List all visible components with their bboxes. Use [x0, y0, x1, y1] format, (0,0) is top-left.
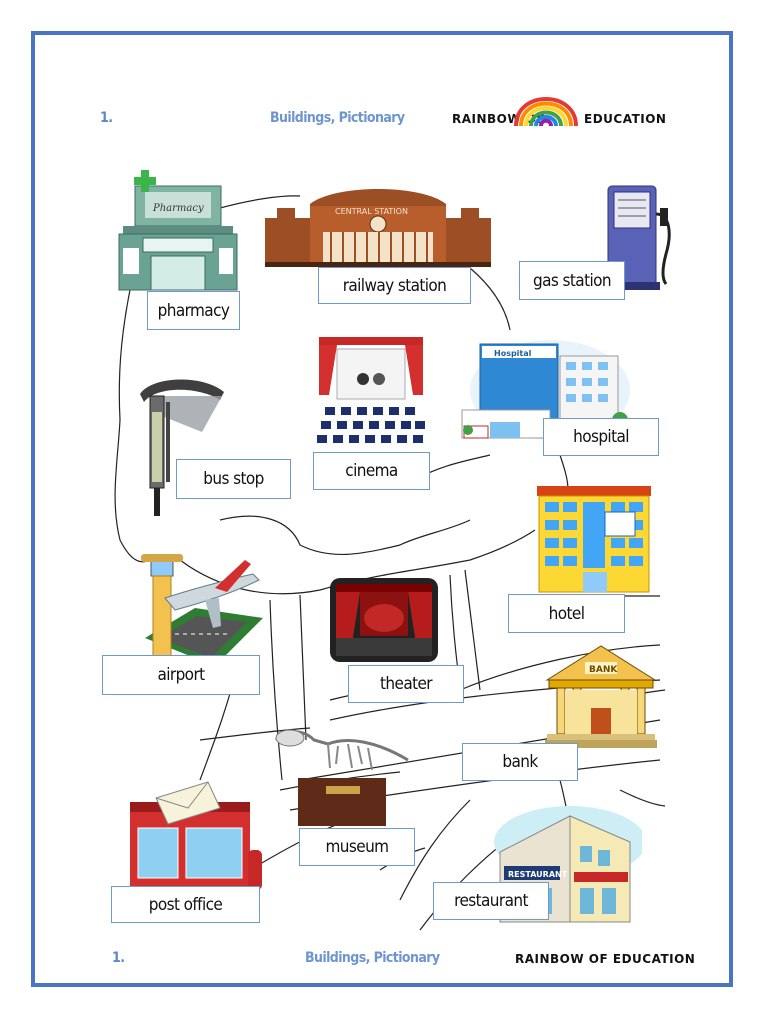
- footer-title: Buildings, Pictionary: [305, 950, 440, 966]
- label-post-office: post office: [111, 886, 260, 923]
- hospital-sign: Hospital: [494, 349, 532, 358]
- airport-illustration: [135, 548, 265, 668]
- label-restaurant: restaurant: [433, 882, 549, 920]
- pharmacy-sign: Pharmacy: [152, 203, 204, 214]
- museum-illustration: [268, 718, 416, 826]
- bank-illustration: BANK: [545, 644, 657, 752]
- hotel-illustration: [535, 482, 653, 594]
- post-office-illustration: [128, 780, 270, 892]
- footer-number: 1.: [112, 950, 125, 966]
- theater-illustration: [330, 578, 438, 662]
- pharmacy-illustration: Pharmacy: [115, 168, 240, 293]
- central-station-sign: CENTRAL STATION: [335, 207, 408, 216]
- label-hospital: hospital: [543, 418, 659, 456]
- restaurant-sign: RESTAURANT: [508, 870, 568, 879]
- bus-stop-illustration: [132, 372, 228, 517]
- label-pharmacy: pharmacy: [147, 291, 240, 330]
- label-hotel: hotel: [508, 594, 625, 633]
- page-border: [31, 31, 733, 987]
- label-railway-station: railway station: [318, 267, 471, 304]
- label-airport: airport: [102, 655, 260, 695]
- hospital-illustration: Hospital: [460, 330, 630, 445]
- footer-brand: RAINBOW OF EDUCATION: [515, 952, 696, 966]
- label-cinema: cinema: [313, 452, 430, 490]
- cinema-illustration: [315, 335, 427, 447]
- brand-right: EDUCATION: [584, 112, 667, 126]
- label-museum: museum: [299, 828, 415, 866]
- bank-sign: BANK: [589, 665, 618, 675]
- rainbow-logo: [510, 80, 582, 128]
- label-gas-station: gas station: [519, 261, 625, 300]
- header-number: 1.: [100, 110, 113, 126]
- railway-station-illustration: CENTRAL STATION: [265, 188, 491, 268]
- label-bank: bank: [462, 743, 578, 781]
- restaurant-illustration: RESTAURANT: [490, 802, 642, 924]
- label-bus-stop: bus stop: [176, 459, 291, 499]
- label-theater: theater: [348, 665, 464, 703]
- header-title: Buildings, Pictionary: [270, 110, 405, 126]
